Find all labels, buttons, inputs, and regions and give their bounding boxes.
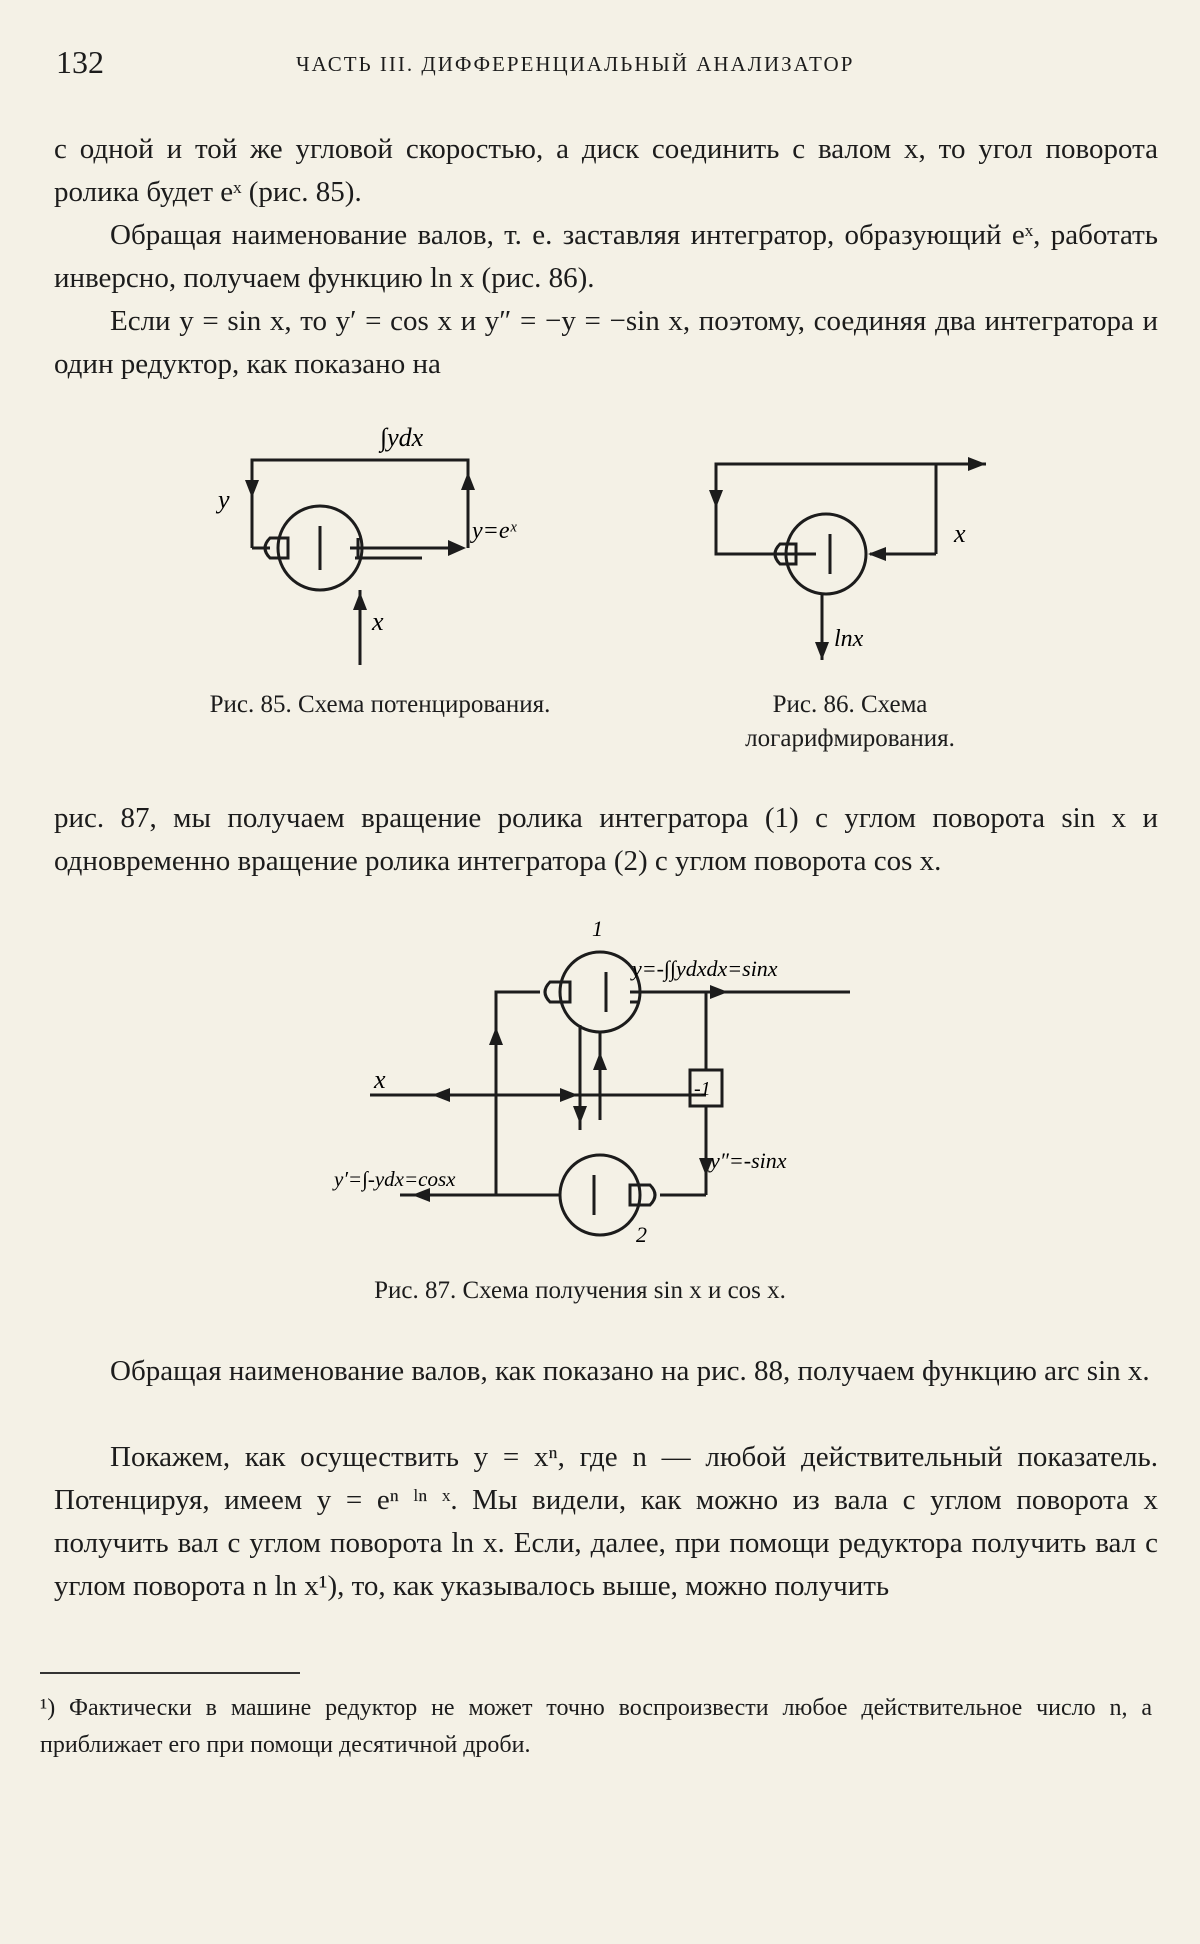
paragraph-6-text: Покажем, как осуществить y = xⁿ, где n —…: [54, 1441, 1158, 1602]
running-title: ЧАСТЬ III. ДИФФЕРЕНЦИАЛЬНЫЙ АНАЛИЗАТОР: [296, 52, 855, 76]
paragraph-4: рис. 87, мы получаем вращение ролика инт…: [54, 797, 1158, 883]
fig87-label-1: 1: [592, 920, 603, 941]
paragraph-3-text: Если y = sin x, то y′ = cos x и y″ = −y …: [54, 305, 1158, 380]
paragraph-3: Если y = sin x, то y′ = cos x и y″ = −y …: [54, 300, 1158, 386]
page-header: 132 ЧАСТЬ III. ДИФФЕРЕНЦИАЛЬНЫЙ АНАЛИЗАТ…: [56, 44, 1144, 84]
fig86-x-label: x: [953, 519, 966, 548]
paragraph-6: Покажем, как осуществить y = xⁿ, где n —…: [54, 1436, 1158, 1608]
fig87-yp-label: y′=∫-ydx=cosx: [332, 1167, 456, 1192]
fig85-output-label: y=eˣ: [470, 518, 518, 544]
figure-86-diagram: x lnx: [709, 457, 986, 660]
footnote-rule: [40, 1672, 300, 1674]
paragraph-4-text: рис. 87, мы получаем вращение ролика инт…: [54, 802, 1158, 877]
figure-85-diagram: ∫ydx y y=eˣ x: [215, 423, 518, 665]
figure-86-caption: Рис. 86. Схема логарифмирования.: [745, 691, 955, 752]
figure-87-diagram: 1 y=-∫∫ydxdx=sinx x -1 y″=-sinx y′=∫-ydx…: [332, 920, 850, 1247]
page-number: 132: [56, 44, 104, 80]
paragraph-1-text: с одной и той же угловой скоростью, а ди…: [54, 133, 1158, 208]
fig85-y-label: y: [215, 485, 230, 514]
fig87-top-label: y=-∫∫ydxdx=sinx: [630, 956, 778, 982]
paragraph-5: Обращая наименование валов, как показано…: [54, 1350, 1158, 1393]
fig87-x-label: x: [373, 1065, 386, 1094]
fig85-integral-label: ∫ydx: [378, 423, 424, 453]
paragraph-2-text: Обращая наименование валов, т. е. застав…: [54, 219, 1158, 294]
fig87-ypp-label: y″=-sinx: [708, 1148, 787, 1173]
figure-87-caption: Рис. 87. Схема получения sin x и cos x.: [374, 1277, 786, 1304]
fig87-reducer-label: -1: [694, 1078, 711, 1100]
fig86-output-label: lnx: [834, 626, 864, 652]
paragraph-1: с одной и той же угловой скоростью, а ди…: [54, 128, 1158, 214]
paragraph-5-text: Обращая наименование валов, как показано…: [110, 1355, 1150, 1387]
paragraph-2: Обращая наименование валов, т. е. застав…: [54, 214, 1158, 300]
footnote: ¹) Фактически в машине редуктор не может…: [40, 1695, 1152, 1758]
figure-85-caption: Рис. 85. Схема потенцирования.: [209, 691, 551, 718]
fig85-x-label: x: [371, 607, 384, 636]
fig87-label-2: 2: [636, 1222, 647, 1247]
